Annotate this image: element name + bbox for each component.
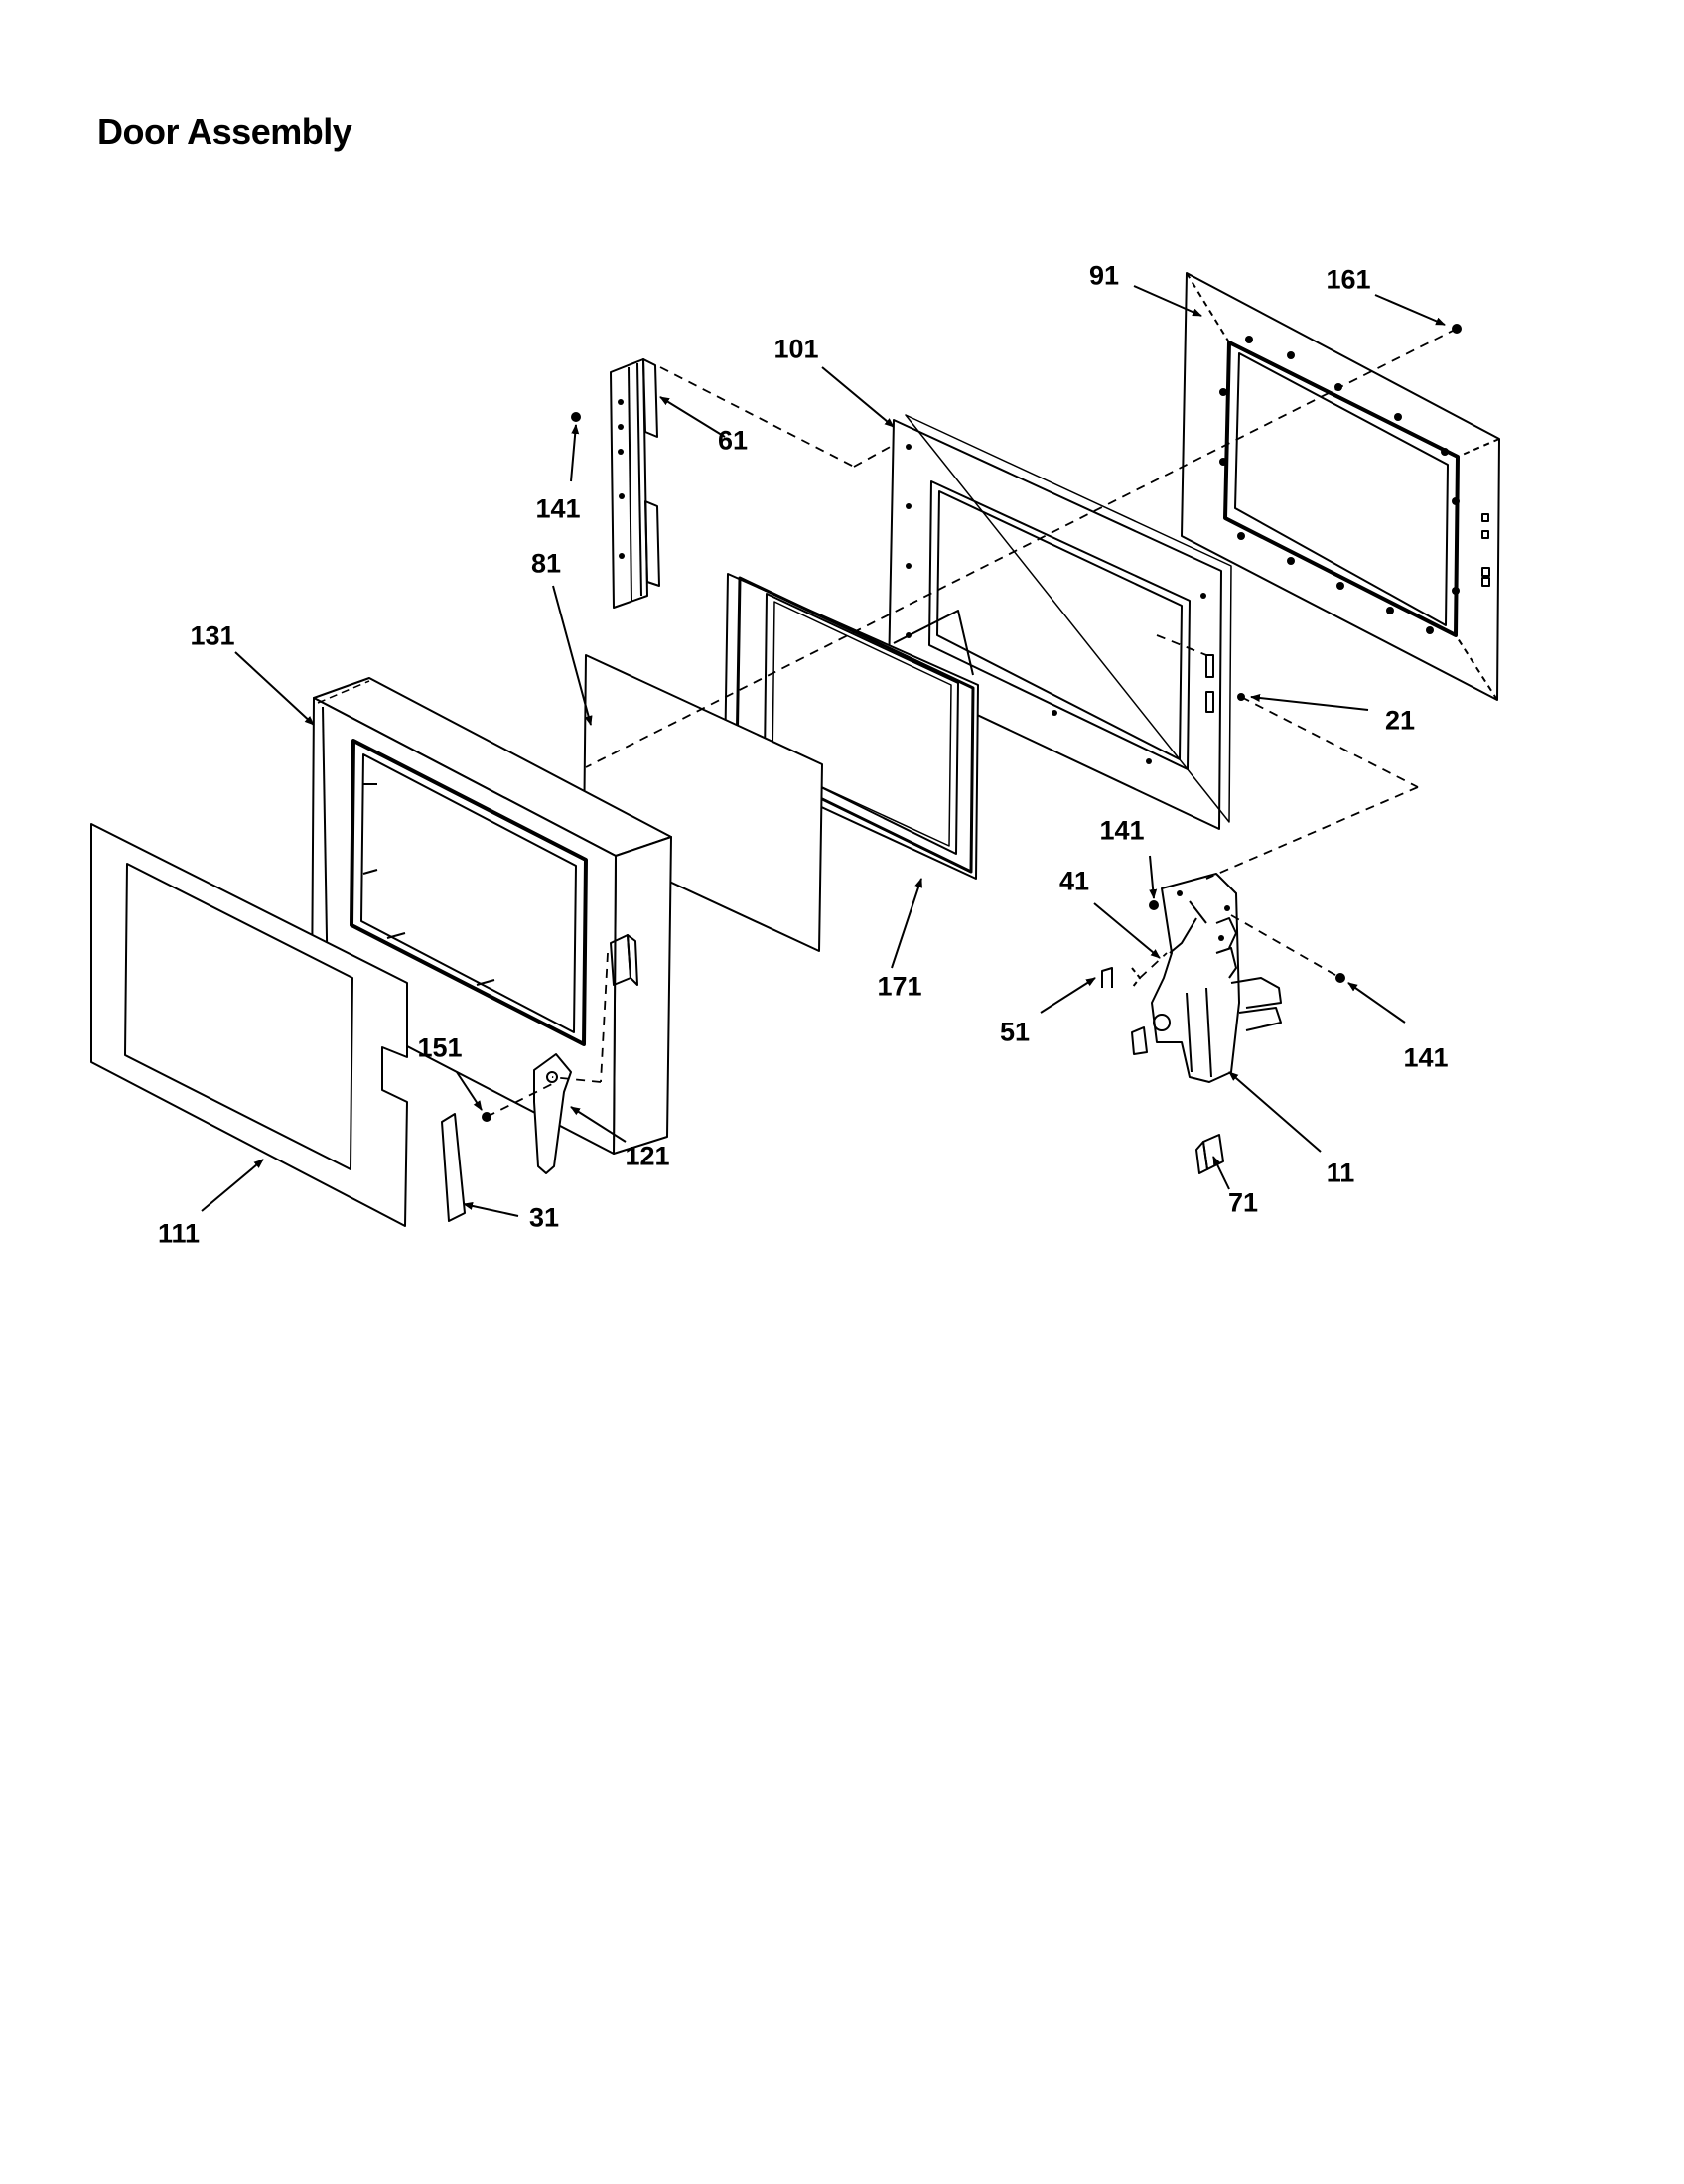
hinge-bracket-61	[610, 358, 660, 609]
inner-frame-101	[888, 414, 1232, 830]
part-label-141-top: 141	[1099, 815, 1145, 846]
part-label-31: 31	[528, 1202, 560, 1233]
door-frame-131	[311, 677, 672, 1155]
clip-51	[1101, 967, 1141, 989]
glass-panel-81	[583, 654, 823, 952]
part-label-71: 71	[1227, 1187, 1259, 1218]
outer-panel-91	[1181, 272, 1500, 701]
interlock-bracket-11	[1131, 873, 1282, 1083]
outer-cover-111	[90, 823, 408, 1227]
part-label-61: 61	[717, 425, 749, 456]
page-title: Door Assembly	[97, 111, 352, 152]
part-label-91: 91	[1088, 260, 1120, 291]
part-label-131: 131	[190, 620, 235, 651]
part-label-141-right: 141	[1403, 1042, 1449, 1073]
latch-121	[533, 1053, 572, 1174]
part-label-151: 151	[417, 1032, 463, 1063]
part-label-81: 81	[530, 548, 562, 579]
part-label-171: 171	[877, 971, 922, 1002]
part-label-101: 101	[773, 334, 819, 364]
window-frame-171	[724, 573, 979, 880]
part-label-121: 121	[625, 1141, 670, 1171]
part-label-161: 161	[1326, 264, 1371, 295]
part-label-111: 111	[157, 1218, 201, 1249]
part-label-21: 21	[1384, 705, 1416, 736]
spring-31	[441, 1113, 466, 1222]
part-label-51: 51	[999, 1017, 1031, 1047]
assembly-lines	[486, 328, 1458, 1118]
part-label-141-hinge: 141	[535, 493, 581, 524]
part-label-11: 11	[1326, 1158, 1355, 1188]
leader-lines	[201, 285, 1446, 1217]
part-label-41: 41	[1058, 866, 1090, 896]
